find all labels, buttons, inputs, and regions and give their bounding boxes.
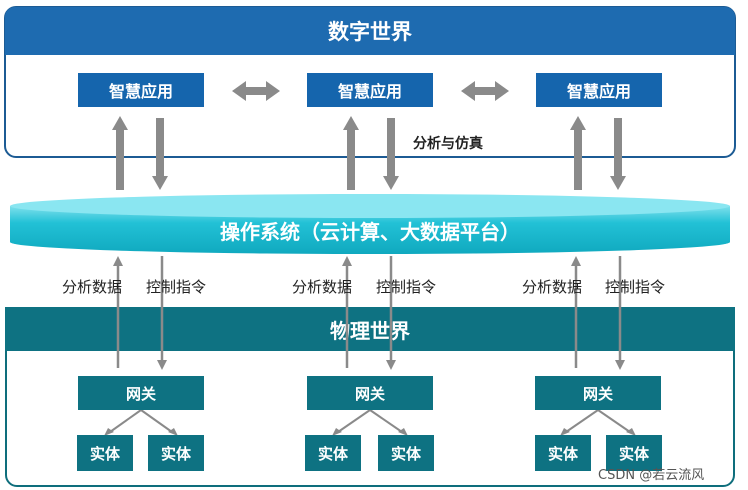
entity-connectors xyxy=(104,409,636,436)
watermark-text: CSDN @若云流风 xyxy=(598,468,705,483)
analysis-data-label-1: 分析数据 xyxy=(62,278,123,296)
entity-box: 实体 xyxy=(378,435,434,471)
analysis-data-label-3: 分析数据 xyxy=(522,278,583,296)
entity-box: 实体 xyxy=(77,435,133,471)
smart-app-box-3: 智慧应用 xyxy=(536,73,662,107)
control-command-label-1: 控制指令 xyxy=(146,278,207,296)
digital-world-title: 数字世界 xyxy=(5,7,735,55)
gateway-box-1: 网关 xyxy=(78,376,204,410)
entity-box: 实体 xyxy=(148,435,204,471)
lower-arrows xyxy=(113,256,625,370)
control-command-label-2: 控制指令 xyxy=(376,278,437,296)
entity-box: 实体 xyxy=(606,435,662,471)
double-arrow-2 xyxy=(461,81,509,101)
gateway-box-3: 网关 xyxy=(535,376,661,410)
analysis-simulation-label: 分析与仿真 xyxy=(413,136,483,152)
entity-box: 实体 xyxy=(305,435,361,471)
physical-world-title: 物理世界 xyxy=(5,307,735,351)
upper-arrows xyxy=(112,116,626,190)
double-arrow-1 xyxy=(232,81,280,101)
smart-app-box-2: 智慧应用 xyxy=(307,73,433,107)
analysis-data-label-2: 分析数据 xyxy=(292,278,353,296)
entity-box: 实体 xyxy=(535,435,591,471)
os-platform-cylinder xyxy=(10,194,730,254)
gateway-box-2: 网关 xyxy=(307,376,433,410)
control-command-label-3: 控制指令 xyxy=(605,278,666,296)
os-platform-label: 操作系统（云计算、大数据平台） xyxy=(220,219,520,244)
smart-app-box-1: 智慧应用 xyxy=(78,73,204,107)
